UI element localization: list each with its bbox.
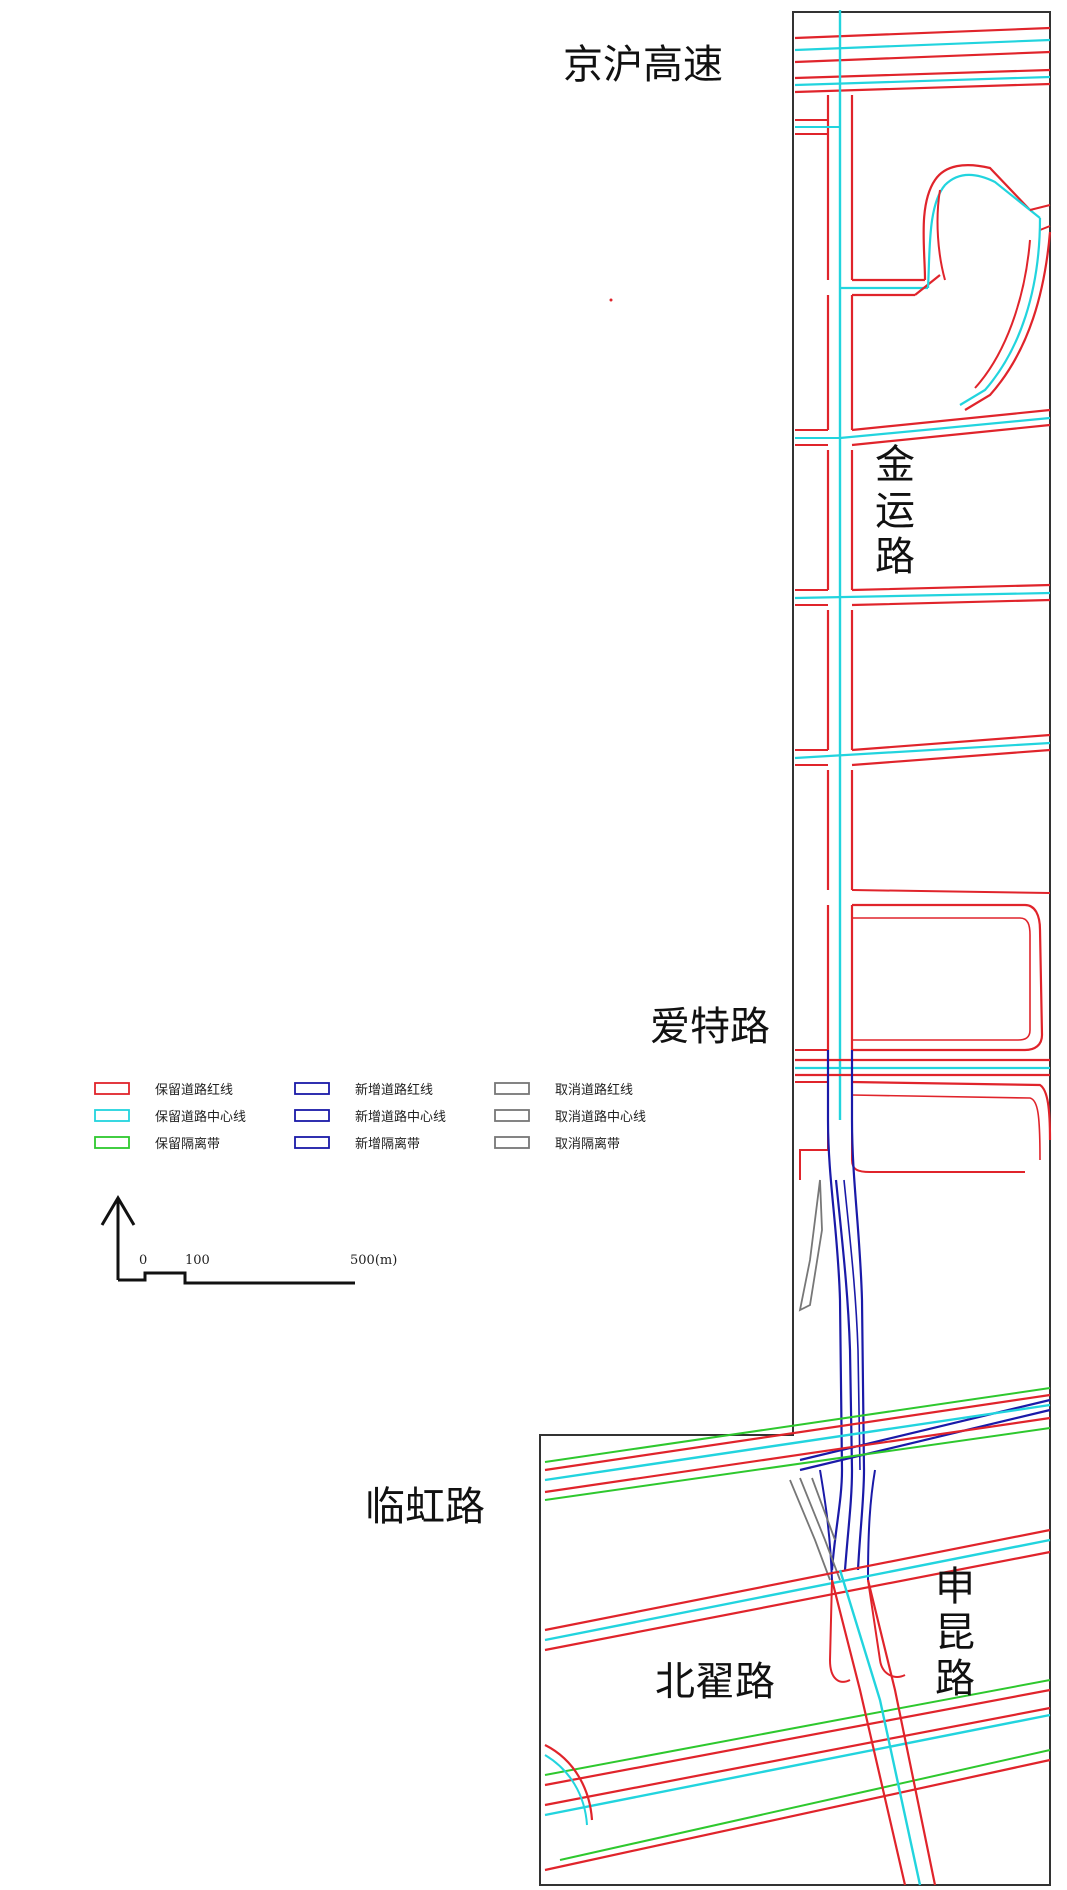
- new-roads: [799, 1050, 1051, 1581]
- study-area-boundary: [539, 11, 1051, 1886]
- legend-item: 取消隔离带: [494, 1136, 620, 1152]
- north-arrow-icon: [100, 1195, 136, 1280]
- legend-swatch: [94, 1109, 130, 1122]
- legend-swatch: [294, 1082, 330, 1095]
- legend-label: 新增道路中心线: [355, 1109, 446, 1125]
- label-aite-road: 爱特路: [650, 1004, 770, 1050]
- legend-label: 取消道路中心线: [555, 1109, 646, 1125]
- legend-item: 新增隔离带: [294, 1136, 420, 1152]
- legend-swatch: [94, 1082, 130, 1095]
- legend-item: 新增道路中心线: [294, 1109, 446, 1125]
- retained-roads-north: [794, 10, 1052, 1180]
- label-jinghu-expressway: 京沪高速: [563, 42, 723, 88]
- legend-label: 新增隔离带: [355, 1136, 420, 1152]
- legend-swatch: [494, 1082, 530, 1095]
- removed-roads: [789, 1179, 841, 1581]
- legend-item: 新增道路红线: [294, 1082, 433, 1098]
- scale-tick-500: 500(m): [350, 1253, 397, 1268]
- legend-label: 保留道路红线: [155, 1082, 233, 1098]
- label-linhong-road: 临虹路: [365, 1484, 485, 1530]
- legend-swatch: [294, 1109, 330, 1122]
- legend-label: 取消道路红线: [555, 1082, 633, 1098]
- label-jinyun-road: 金运路: [875, 442, 915, 580]
- legend-label: 保留道路中心线: [155, 1109, 246, 1125]
- legend-swatch: [494, 1109, 530, 1122]
- scale-tick-100: 100: [185, 1253, 210, 1268]
- legend-label: 保留隔离带: [155, 1136, 220, 1152]
- scale-tick-0: 0: [139, 1253, 147, 1268]
- retained-roads-south: [544, 1387, 1051, 1886]
- label-shenkun-road: 申昆路: [935, 1564, 975, 1702]
- scale-bar: [118, 1271, 355, 1285]
- legend-label: 新增道路红线: [355, 1082, 433, 1098]
- legend-item: 取消道路中心线: [494, 1109, 646, 1125]
- legend-item: 保留隔离带: [94, 1136, 220, 1152]
- road-labels: 京沪高速 金运路 爱特路 临虹路 北翟路 申昆路: [365, 42, 975, 1705]
- legend-swatch: [94, 1136, 130, 1149]
- legend-item: 保留道路红线: [94, 1082, 233, 1098]
- legend-label: 取消隔离带: [555, 1136, 620, 1152]
- legend-item: 取消道路红线: [494, 1082, 633, 1098]
- legend-swatch: [294, 1136, 330, 1149]
- label-beidi-road: 北翟路: [655, 1659, 775, 1705]
- legend-item: 保留道路中心线: [94, 1109, 246, 1125]
- stray-dot: [609, 298, 613, 302]
- legend-swatch: [494, 1136, 530, 1149]
